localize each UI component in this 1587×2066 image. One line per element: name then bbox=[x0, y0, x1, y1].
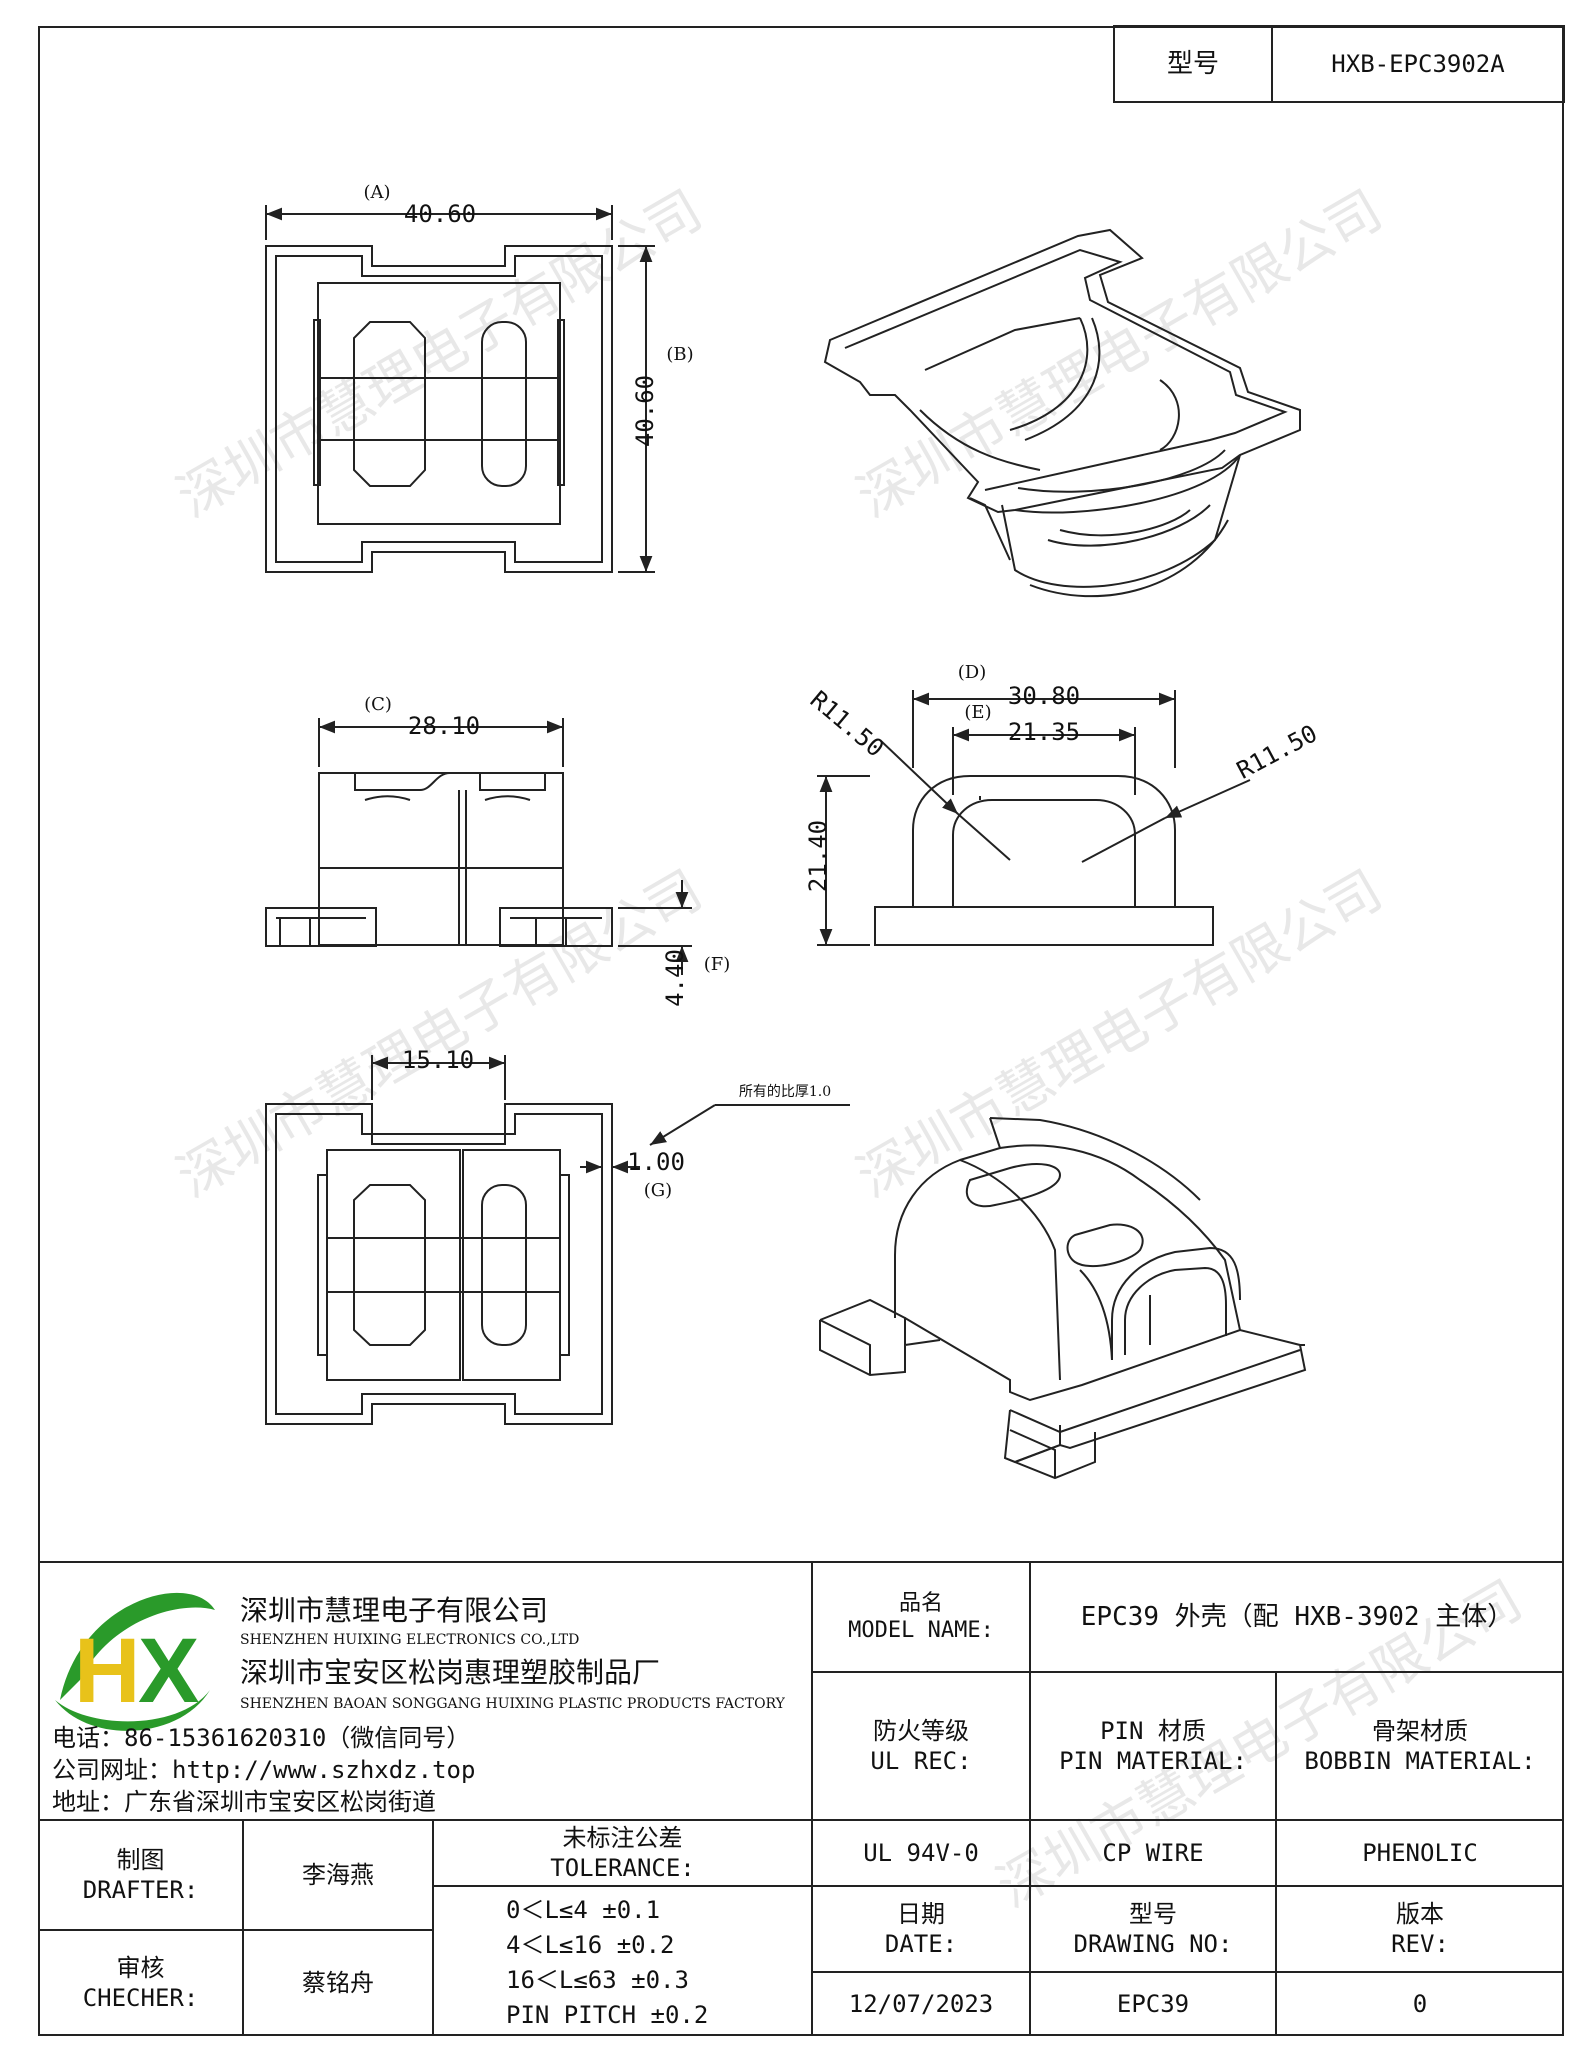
factory-name-cn: 深圳市宝安区松岗惠理塑胶制品厂 bbox=[240, 1655, 661, 1689]
pin-material-value: CP WIRE bbox=[1102, 1839, 1204, 1867]
dim-height-value: 21.40 bbox=[804, 819, 832, 893]
top-view bbox=[265, 205, 655, 573]
tolerance-list: 0＜L≤4 ±0.1 4＜L≤16 ±0.2 16＜L≤63 ±0.3 PIN … bbox=[506, 1892, 806, 2032]
date-cn: 日期 bbox=[897, 1900, 945, 1928]
drawing-en: DRAWING NO: bbox=[1073, 1930, 1233, 1958]
checker-label: 审核 CHECHER: bbox=[38, 1930, 243, 2036]
tolerance-line: PIN PITCH ±0.2 bbox=[506, 2000, 709, 2029]
rev-en: REV: bbox=[1391, 1930, 1449, 1958]
dim-width-value: 15.10 bbox=[401, 1046, 475, 1074]
fire-rating-label: 防火等级 UL REC: bbox=[812, 1672, 1030, 1820]
logo-x: X bbox=[138, 1620, 199, 1722]
factory-name-en: SHENZHEN BAOAN SONGGANG HUIXING PLASTIC … bbox=[240, 1696, 785, 1713]
tolerance-line: 16＜L≤63 ±0.3 bbox=[506, 1965, 689, 1994]
dim-d-value: 30.80 bbox=[1007, 682, 1081, 710]
bottom-view bbox=[265, 1055, 850, 1425]
fire-rating-value: UL 94V-0 bbox=[863, 1839, 979, 1867]
model-name-en: MODEL NAME: bbox=[848, 1618, 994, 1643]
model-number: HXB-EPC3902A bbox=[1331, 50, 1505, 78]
rev-value: 0 bbox=[1412, 1990, 1428, 2018]
fire-en: UL REC: bbox=[870, 1747, 972, 1775]
drawing-cn: 型号 bbox=[1129, 1900, 1177, 1928]
drawing-no-value: EPC39 bbox=[1116, 1990, 1190, 2018]
drawing-frame bbox=[38, 26, 1564, 2036]
company-website[interactable]: 公司网址：http://www.szhxdz.top bbox=[52, 1756, 476, 1784]
bobbin-en: BOBBIN MATERIAL: bbox=[1304, 1747, 1536, 1775]
model-name-value: EPC39 外壳（配 HXB-3902 主体） bbox=[1080, 1601, 1514, 1632]
tolerance-line: 4＜L≤16 ±0.2 bbox=[506, 1930, 675, 1959]
model-name-label: 品名 MODEL NAME: bbox=[812, 1562, 1030, 1672]
wall-thickness-note: 所有的比厚1.0 bbox=[738, 1084, 832, 1101]
dim-f-value: 4.40 bbox=[661, 949, 689, 1007]
company-logo: H X bbox=[55, 1592, 215, 1731]
date-value: 12/07/2023 bbox=[848, 1990, 994, 2018]
dim-g-label: (G) bbox=[643, 1179, 673, 1201]
company-name-cn: 深圳市慧理电子有限公司 bbox=[240, 1593, 549, 1627]
bobbin-material-value: PHENOLIC bbox=[1362, 1839, 1478, 1867]
bobbin-cn: 骨架材质 bbox=[1372, 1717, 1468, 1745]
drafter-cn: 制图 bbox=[116, 1846, 165, 1874]
dim-g-value: 1.00 bbox=[627, 1148, 685, 1176]
drafter-en: DRAFTER: bbox=[82, 1876, 199, 1904]
rev-cn: 版本 bbox=[1396, 1900, 1444, 1928]
dim-b-label: (B) bbox=[666, 343, 694, 365]
logo-h: H bbox=[74, 1620, 140, 1722]
pin-material-label: PIN 材质 PIN MATERIAL: bbox=[1030, 1672, 1276, 1820]
tolerance-label: 未标注公差 TOLERANCE: bbox=[433, 1820, 812, 1886]
model-label: 型号 bbox=[1166, 48, 1219, 79]
dim-c-value: 28.10 bbox=[407, 712, 481, 740]
drafter-label: 制图 DRAFTER: bbox=[38, 1820, 243, 1930]
dim-c-label: (C) bbox=[364, 693, 392, 715]
front-view bbox=[817, 690, 1251, 946]
header-box bbox=[1113, 25, 1565, 103]
iso-view-bottom bbox=[819, 1117, 1307, 1480]
dim-e-value: 21.35 bbox=[1007, 718, 1081, 746]
drafter-name: 李海燕 bbox=[302, 1861, 374, 1889]
dim-f-label: (F) bbox=[703, 953, 731, 975]
model-name-cn: 品名 bbox=[898, 1590, 943, 1616]
tolerance-line: 0＜L≤4 ±0.1 bbox=[506, 1895, 661, 1924]
title-block-lines bbox=[38, 1561, 1564, 2036]
date-en: DATE: bbox=[884, 1930, 958, 1958]
dim-d-label: (D) bbox=[957, 661, 987, 683]
dim-a-label: (A) bbox=[363, 181, 391, 203]
checker-cn: 审核 bbox=[116, 1954, 165, 1982]
drawing-no-label: 型号 DRAWING NO: bbox=[1030, 1886, 1276, 1972]
iso-view-top bbox=[823, 228, 1301, 598]
fire-cn: 防火等级 bbox=[873, 1717, 969, 1745]
tolerance-cn: 未标注公差 bbox=[562, 1824, 683, 1852]
checker-name: 蔡铭舟 bbox=[302, 1969, 374, 1997]
dim-e-label: (E) bbox=[964, 701, 992, 723]
company-name-en: SHENZHEN HUIXING ELECTRONICS CO.,LTD bbox=[240, 1632, 580, 1649]
company-address: 地址：广东省深圳市宝安区松岗街道 bbox=[52, 1788, 436, 1816]
bobbin-material-label: 骨架材质 BOBBIN MATERIAL: bbox=[1276, 1672, 1564, 1820]
checker-en: CHECHER: bbox=[82, 1984, 199, 2012]
rev-label: 版本 REV: bbox=[1276, 1886, 1564, 1972]
date-label: 日期 DATE: bbox=[812, 1886, 1030, 1972]
dim-b-value: 40.60 bbox=[631, 374, 659, 448]
pin-cn: PIN 材质 bbox=[1100, 1717, 1206, 1745]
dim-a-value: 40.60 bbox=[403, 200, 477, 228]
tolerance-en: TOLERANCE: bbox=[550, 1854, 695, 1882]
side-view bbox=[265, 718, 692, 975]
pin-en: PIN MATERIAL: bbox=[1059, 1747, 1247, 1775]
company-phone: 电话：86-15361620310（微信同号） bbox=[52, 1724, 471, 1752]
